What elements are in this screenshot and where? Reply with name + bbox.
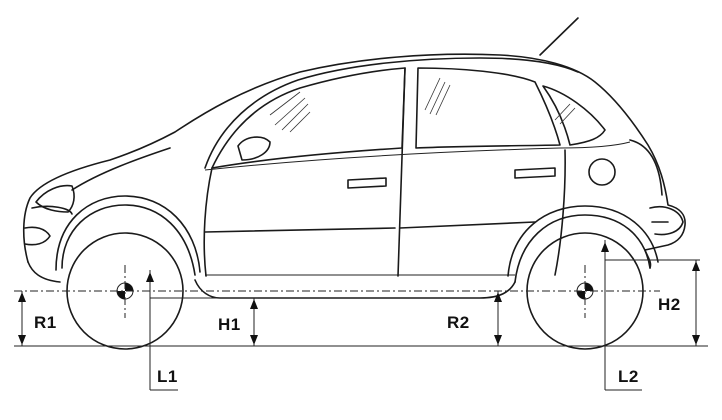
l2-label: L2	[618, 367, 639, 386]
dimension-lines	[14, 240, 708, 391]
r2-label: R2	[447, 313, 470, 332]
car-body-outline	[22, 17, 686, 299]
h1-label: H1	[218, 315, 241, 334]
l1-label: L1	[157, 367, 178, 386]
r1-label: R1	[34, 313, 57, 332]
h2-label: H2	[658, 295, 681, 314]
